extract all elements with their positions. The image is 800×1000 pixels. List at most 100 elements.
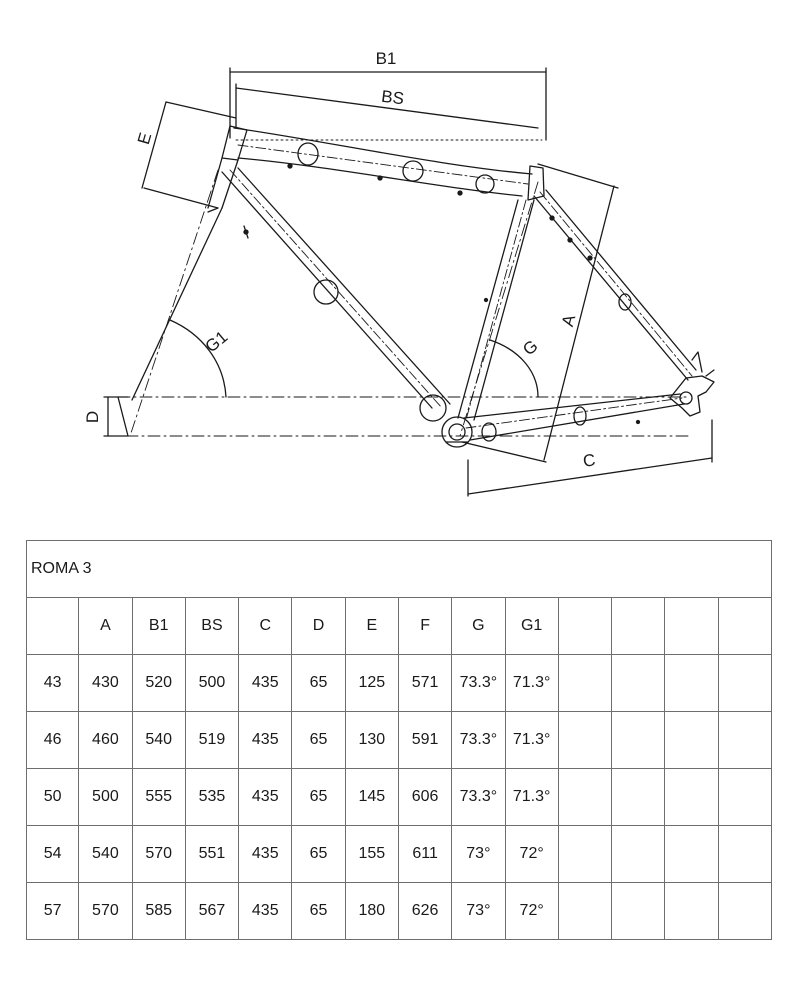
table-cell: 571 <box>397 654 453 712</box>
table-cell: 73.3° <box>451 711 506 769</box>
table-cell: 570 <box>78 882 133 940</box>
table-cell: 540 <box>131 711 186 769</box>
table-title-row: ROMA 3 <box>26 540 772 598</box>
chain-stay <box>463 393 685 442</box>
table-cell <box>557 654 613 712</box>
table-cell: 460 <box>78 711 133 769</box>
table-cell: 65 <box>291 654 346 712</box>
table-cell: 65 <box>291 711 346 769</box>
table-cell <box>717 825 773 883</box>
construction-lines <box>117 169 691 437</box>
column-header: F <box>397 597 453 655</box>
label-a: A <box>558 312 579 329</box>
down-tube <box>221 167 451 422</box>
table-cell: 130 <box>344 711 399 769</box>
top-tube <box>233 127 533 197</box>
label-g1: G1 <box>202 327 232 356</box>
column-header: A <box>78 597 133 655</box>
label-bs: BS <box>380 87 405 109</box>
frame-size-cell: 43 <box>25 654 80 712</box>
table-cell: 585 <box>131 882 186 940</box>
table-cell <box>557 825 613 883</box>
table-cell: 180 <box>344 882 399 940</box>
table-cell <box>664 882 719 940</box>
column-header: G <box>451 597 506 655</box>
table-cell: 435 <box>238 825 293 883</box>
column-header <box>611 597 666 655</box>
rear-dropout <box>669 351 715 417</box>
table-header-row: A B1 BS C D E F G G1 <box>25 597 773 655</box>
steering-axis-line <box>129 169 219 437</box>
head-tube <box>207 125 249 239</box>
angle-arc-g <box>489 339 539 398</box>
table-cell: 71.3° <box>504 654 559 712</box>
table-cell <box>717 768 773 826</box>
frame-size-cell: 46 <box>25 711 80 769</box>
column-header <box>25 597 80 655</box>
table-cell <box>611 768 666 826</box>
table-cell: 551 <box>184 825 240 883</box>
table-cell: 125 <box>344 654 399 712</box>
frame-size-cell: 54 <box>25 825 80 883</box>
table-cell: 540 <box>78 825 133 883</box>
table-cell: 535 <box>184 768 240 826</box>
fork-stub <box>131 207 223 401</box>
dimension-b1 <box>229 67 547 141</box>
table-cell <box>664 768 719 826</box>
table-cell <box>717 711 773 769</box>
table-cell: 435 <box>238 711 293 769</box>
column-header: B1 <box>131 597 186 655</box>
label-d: D <box>83 411 102 423</box>
frame-size-cell: 50 <box>25 768 80 826</box>
column-header <box>557 597 613 655</box>
table-cell: 65 <box>291 768 346 826</box>
table-cell: 65 <box>291 825 346 883</box>
table-cell <box>717 654 773 712</box>
frame-geometry-diagram: B1 BS E A G G1 D C <box>83 49 715 497</box>
column-header: C <box>238 597 293 655</box>
table-cell <box>611 825 666 883</box>
table-cell: 72° <box>504 825 559 883</box>
table-cell: 500 <box>184 654 240 712</box>
table-cell: 570 <box>131 825 186 883</box>
table-cell: 611 <box>397 825 453 883</box>
table-cell: 73.3° <box>451 654 506 712</box>
table-cell <box>557 768 613 826</box>
table-title: ROMA 3 <box>26 540 772 598</box>
table-cell <box>611 882 666 940</box>
label-c: C <box>582 450 597 471</box>
table-cell <box>557 711 613 769</box>
table-cell: 626 <box>397 882 453 940</box>
table-cell: 73° <box>451 825 506 883</box>
bottom-bracket <box>441 416 473 448</box>
dimension-bs <box>235 83 539 129</box>
seat-tube <box>457 165 545 421</box>
column-header <box>717 597 773 655</box>
table-cell: 606 <box>397 768 453 826</box>
table-cell: 555 <box>131 768 186 826</box>
column-header: E <box>344 597 399 655</box>
table-cell: 591 <box>397 711 453 769</box>
table-cell: 435 <box>238 882 293 940</box>
table-cell <box>611 711 666 769</box>
table-cell: 72° <box>504 882 559 940</box>
dimension-a <box>461 163 619 463</box>
table-cell: 567 <box>184 882 240 940</box>
label-g: G <box>519 336 541 359</box>
column-header: BS <box>184 597 240 655</box>
table-cell: 435 <box>238 654 293 712</box>
table-cell: 71.3° <box>504 711 559 769</box>
dimension-e <box>141 101 237 213</box>
table-cell: 65 <box>291 882 346 940</box>
table-cell: 155 <box>344 825 399 883</box>
column-header <box>664 597 719 655</box>
table-cell: 71.3° <box>504 768 559 826</box>
column-header: D <box>291 597 346 655</box>
